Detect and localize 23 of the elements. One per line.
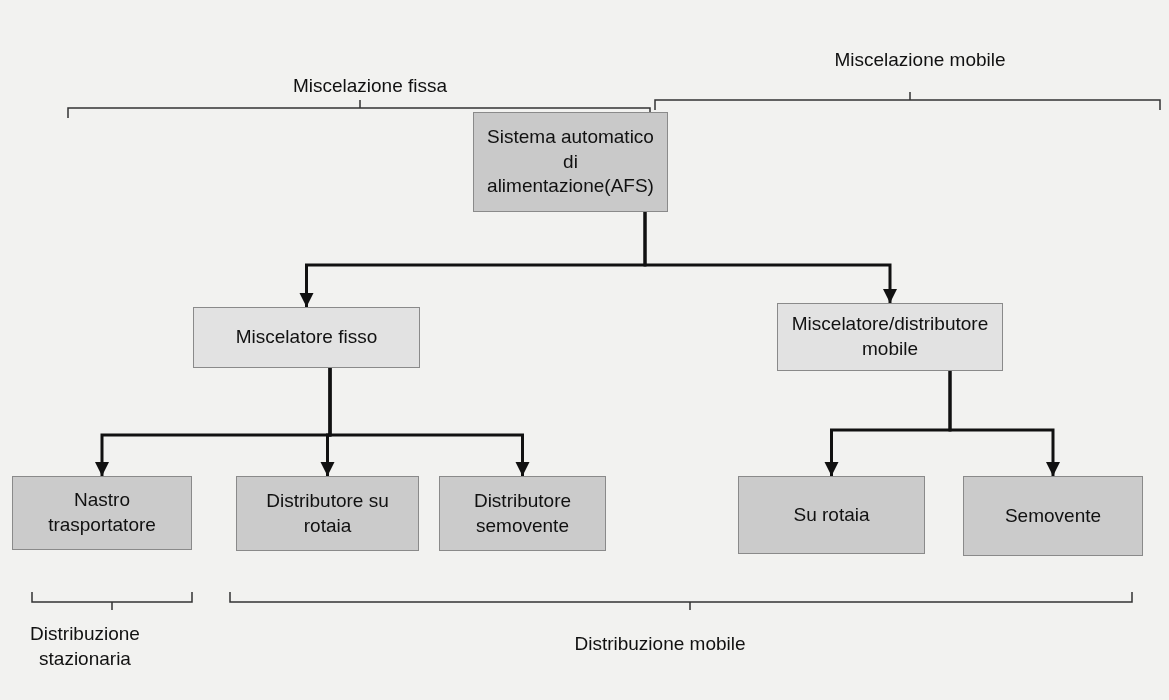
bracket-label: Miscelazione fissa	[291, 74, 449, 98]
box-label: Semovente	[1003, 503, 1103, 528]
box-label: Distributore semovente	[472, 488, 573, 538]
box-label: Distributore su rotaia	[265, 488, 390, 538]
box-label: Miscelatore/distributore mobile	[790, 312, 990, 361]
box-label: Su rotaia	[792, 502, 871, 527]
category-box	[439, 476, 606, 551]
category-box	[236, 476, 419, 551]
bracket-label: Miscelazione mobile	[833, 48, 1007, 72]
arrow	[948, 371, 1060, 476]
category-box	[473, 112, 668, 212]
box-label: Nastro trasportatore	[47, 488, 157, 537]
bracket-label: Distribuzione mobile	[573, 632, 747, 656]
bracket-label: Distribuzione stazionaria	[29, 622, 141, 671]
category-box	[738, 476, 925, 554]
arrow	[328, 368, 530, 476]
box-label: Miscelatore fisso	[234, 325, 379, 350]
box-label: Sistema automatico di alimentazione(AFS)	[486, 124, 655, 199]
category-box	[777, 303, 1003, 371]
category-box	[193, 307, 420, 368]
arrow	[643, 212, 897, 303]
category-box	[963, 476, 1143, 556]
category-box	[12, 476, 192, 550]
